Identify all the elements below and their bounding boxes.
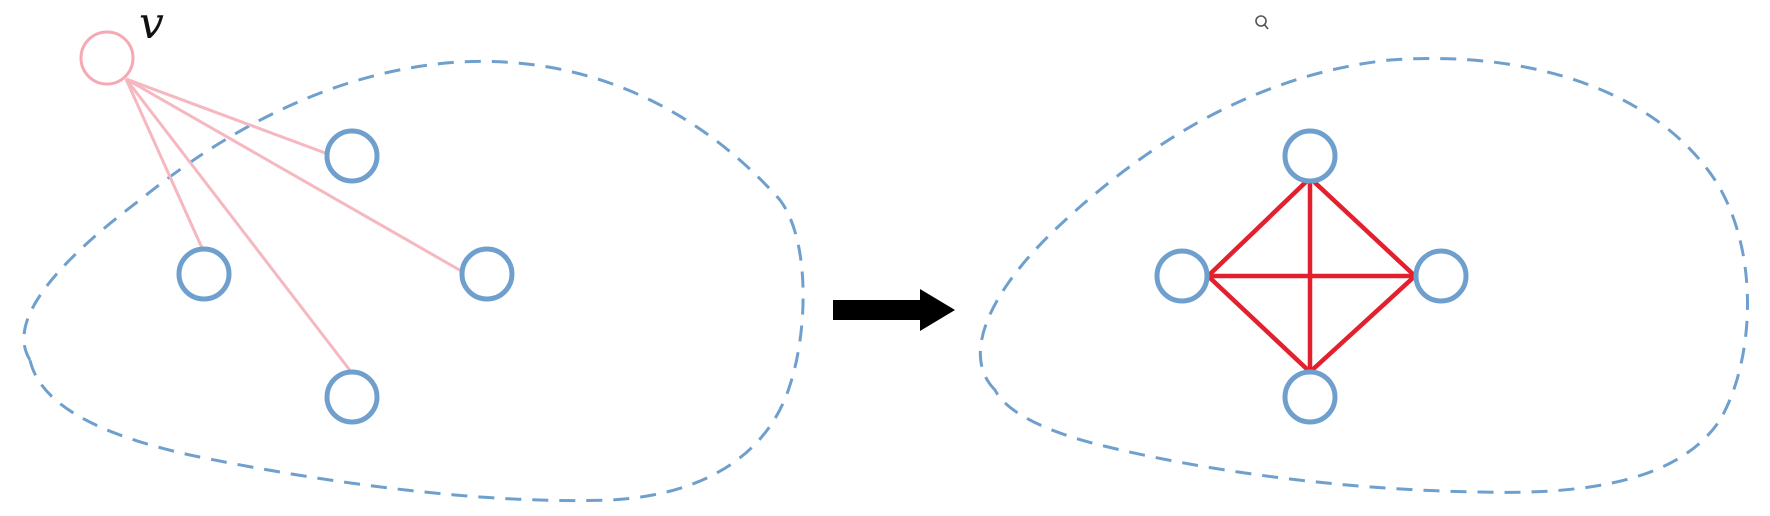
removed-edge — [125, 77, 464, 274]
removed-edge — [124, 78, 354, 374]
removed-edge — [125, 77, 329, 156]
neighbor-node — [459, 246, 515, 302]
right-panel — [978, 57, 1749, 494]
neighbor-node — [324, 369, 380, 425]
left-panel: v — [22, 0, 805, 503]
clique-node — [1413, 248, 1469, 304]
clique-edge — [1206, 274, 1312, 374]
arrow-shaft — [833, 300, 928, 320]
neighbor-node — [324, 128, 380, 184]
transform-arrow — [833, 289, 955, 331]
clique-edge — [1308, 176, 1417, 278]
removed-edge — [124, 78, 204, 249]
clique-edge — [1206, 176, 1312, 278]
left-region-boundary — [22, 59, 805, 503]
removed-vertex-v — [79, 30, 135, 86]
arrow-head — [920, 289, 955, 331]
clique-node — [1154, 248, 1210, 304]
clique-edge — [1308, 274, 1417, 374]
right-region-boundary — [978, 57, 1749, 494]
neighbor-node — [176, 246, 232, 302]
clique-node — [1282, 128, 1338, 184]
hand-cursor-icon — [1255, 15, 1269, 30]
vertex-label: v — [139, 0, 164, 49]
clique-node — [1282, 369, 1338, 425]
